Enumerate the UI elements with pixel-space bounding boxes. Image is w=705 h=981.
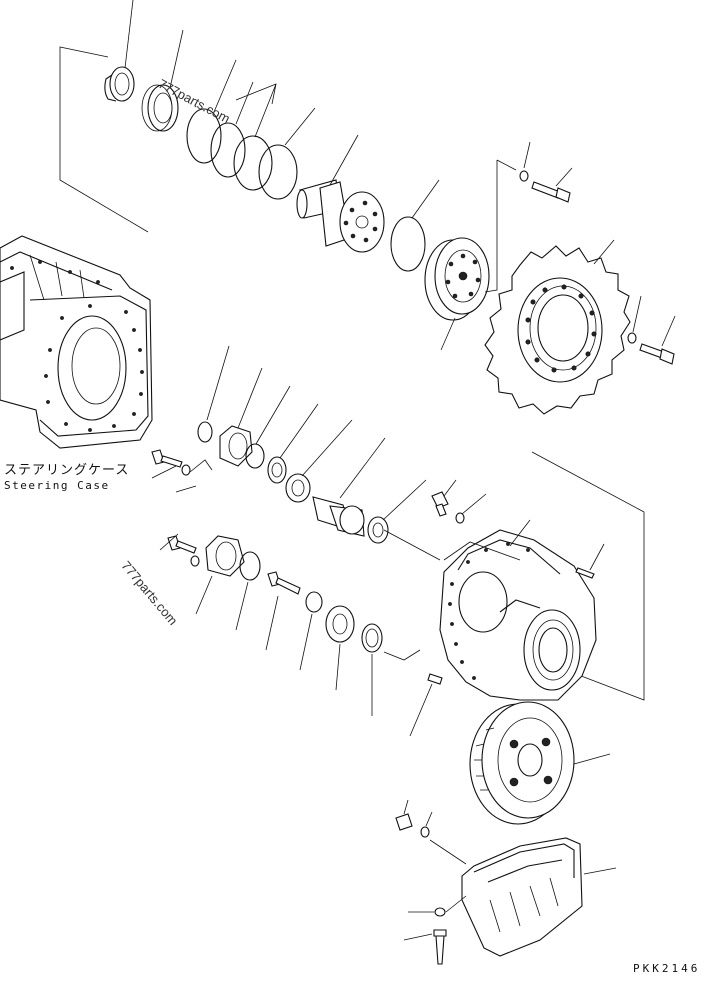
hub-shaft — [296, 179, 385, 253]
housing-bolt-holes — [448, 542, 530, 680]
lower-left-group — [159, 533, 383, 716]
o-ring-lower — [239, 551, 261, 581]
o-ring-mid — [245, 443, 265, 469]
top-assembly-group — [59, 0, 676, 415]
steering-case-label-jp: ステアリングケース — [4, 463, 130, 478]
retainer-cover — [219, 425, 253, 467]
case-bolt-holes — [10, 260, 144, 432]
snap-rings — [186, 108, 298, 200]
washer-bolt-top — [484, 159, 571, 293]
bolt-lower-mid — [267, 571, 301, 595]
washer-lower-left — [190, 555, 200, 567]
bolt-case-bottom — [403, 895, 467, 965]
steering-case-label-en: Steering Case — [4, 479, 110, 492]
middle-shaft-group — [151, 345, 427, 544]
plate-small — [305, 591, 323, 613]
leader-lines-housing — [383, 479, 605, 737]
bearing-mid-b — [285, 473, 311, 503]
steering-case — [0, 235, 153, 449]
sprocket — [484, 245, 631, 415]
washer-bolt-right — [627, 332, 675, 365]
hub-plate — [424, 237, 490, 321]
seal-lower — [361, 623, 383, 653]
drawing-code: PKK2146 — [633, 962, 701, 975]
bearing-upper — [141, 84, 179, 132]
ring-gear — [469, 701, 611, 825]
seal-small — [197, 421, 213, 443]
final-drive-housing — [383, 451, 645, 737]
dowel-pin — [427, 567, 595, 685]
bearing-lower — [325, 605, 355, 643]
leader-lines-top — [124, 0, 676, 351]
o-ring-upper — [390, 216, 426, 272]
bolt-lower-left — [167, 535, 197, 554]
bolt-case-top — [395, 799, 467, 865]
bearing-mid-c — [367, 516, 389, 544]
leader-lines-lower — [159, 533, 373, 716]
bolt-washer-mid — [151, 449, 213, 476]
bearing-mid-a — [267, 456, 287, 484]
bottom-case — [395, 799, 617, 965]
pinion-shaft — [312, 496, 365, 537]
cover-lower — [205, 535, 245, 577]
leader-lines-mid — [151, 345, 427, 521]
bushing — [104, 66, 135, 102]
